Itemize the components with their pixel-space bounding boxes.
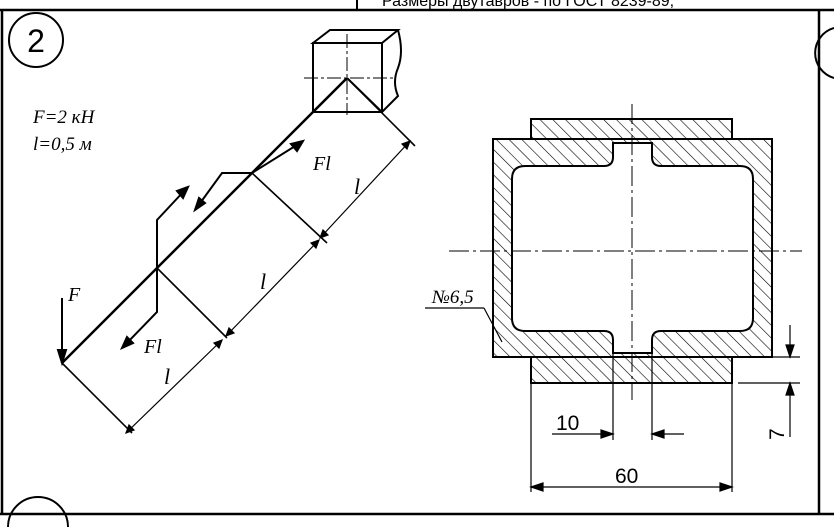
dimension-lines [124, 139, 412, 435]
segment-label-middle: l [260, 269, 266, 294]
header-note: Размеры двутавров - по ГОСТ 8239-89; [382, 0, 674, 10]
dim-10 [552, 353, 684, 440]
channel-label: №6,5 [431, 287, 474, 308]
dim-60-label: 60 [615, 465, 638, 488]
dim-7-label: 7 [766, 428, 789, 440]
moment-label-upper: Fl [312, 153, 331, 175]
dim-10-label: 10 [556, 412, 579, 435]
segment-label-lower: l [164, 364, 170, 389]
support-axes [304, 34, 395, 115]
moment-upper [193, 139, 306, 213]
next-problem-circle [814, 27, 834, 79]
section-lines [61, 77, 416, 434]
given-length: l=0,5 м [33, 134, 92, 155]
force-label: F [67, 284, 81, 306]
channel-leader [425, 307, 503, 343]
lower-problem-circle [7, 496, 69, 527]
problem-number: 2 [27, 23, 45, 59]
moment-lower [119, 185, 190, 351]
dim-60 [529, 383, 734, 492]
dim-7 [738, 325, 800, 437]
shaft [61, 77, 348, 364]
problem-number-badge: 2 [8, 12, 64, 68]
segment-label-upper: l [354, 174, 360, 199]
force-arrow [56, 298, 68, 367]
given-force: F=2 кН [32, 107, 96, 128]
moment-label-lower: Fl [143, 336, 162, 358]
frame [0, 0, 834, 516]
section-axes [449, 104, 802, 400]
